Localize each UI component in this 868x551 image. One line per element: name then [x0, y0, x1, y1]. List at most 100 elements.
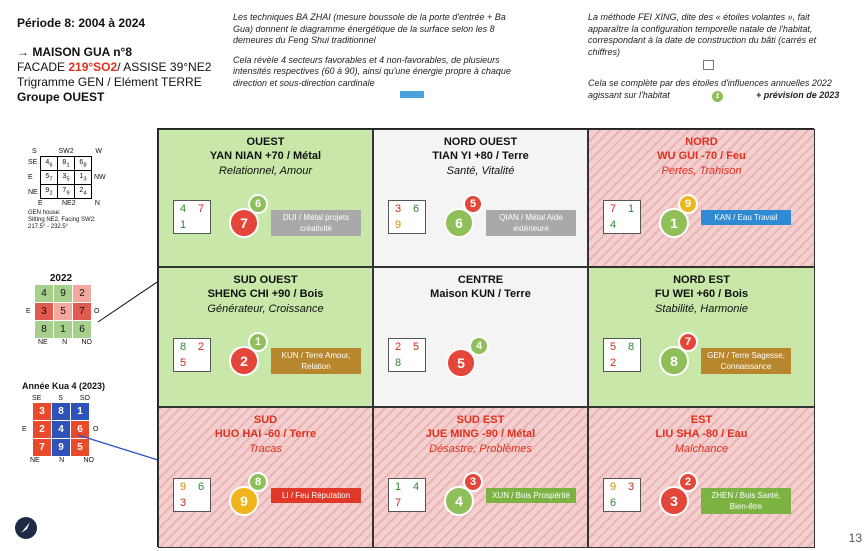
- flying-star-number: 8: [179, 340, 187, 353]
- annual-star-circle: 9: [678, 194, 698, 214]
- compass-grid: 46 81 68 57 35 13 92 79 24: [40, 156, 92, 199]
- legend-square: [703, 60, 714, 70]
- annual-grid-cell: 6: [71, 421, 89, 438]
- sector-title: EST: [690, 414, 713, 426]
- sector-description: Désastre; Problèmes: [429, 443, 532, 455]
- annual-grid-cell: 3: [33, 403, 51, 420]
- annual-grid-cell: 4: [52, 421, 70, 438]
- trigram-tag: KAN / Eau Travail: [701, 210, 791, 225]
- flying-star-number: 3: [394, 202, 402, 215]
- annual-star-circle: 4: [469, 336, 489, 356]
- flying-star-number: 4: [412, 480, 420, 493]
- flying-star-number: 9: [394, 218, 402, 231]
- group-line: Groupe OUEST: [17, 90, 105, 104]
- annual-grid-cell: 9: [52, 439, 70, 456]
- flying-star-number: 8: [627, 340, 635, 353]
- annual-star-circle: 8: [248, 472, 268, 492]
- annual-grid-cell: 1: [71, 403, 89, 420]
- house-type: → MAISON GUA n°8: [17, 45, 133, 59]
- sector-energy: SHENG CHI +90 / Bois: [207, 288, 324, 300]
- sector-title: NORD EST: [673, 274, 730, 286]
- flying-star-number: 6: [197, 480, 205, 493]
- north-arrow-icon: [15, 517, 37, 539]
- sector-energy: HUO HAI -60 / Terre: [214, 428, 317, 440]
- header-block: Période 8: 2004 à 2024 → MAISON GUA n°8 …: [17, 16, 211, 105]
- sector-description: Relationnel, Amour: [218, 165, 313, 177]
- annual-grid-cell: 5: [54, 303, 72, 320]
- flying-star-number: 7: [197, 202, 205, 215]
- sector-description: Tracas: [249, 443, 282, 455]
- period-star-circle: 4: [444, 486, 474, 516]
- legend-circle: 1: [711, 90, 724, 103]
- flying-star-number: 3: [179, 496, 187, 509]
- annual-star-circle: 3: [463, 472, 483, 492]
- annual-grid-cell: 1: [54, 321, 72, 338]
- sector-description: Malchance: [674, 443, 729, 455]
- sector-title: OUEST: [246, 136, 285, 148]
- annual-grid-cell: 2: [73, 285, 91, 302]
- sector-description: Générateur, Croissance: [207, 303, 324, 315]
- sector-energy: JUE MING -90 / Métal: [425, 428, 536, 440]
- flying-star-number: 1: [179, 218, 187, 231]
- flying-star-number: 5: [179, 356, 187, 369]
- flying-star-number: 5: [609, 340, 617, 353]
- annual-star-circle: 7: [678, 332, 698, 352]
- annual-grid-cell: 8: [52, 403, 70, 420]
- flying-star-number: 6: [412, 202, 420, 215]
- legend-blue-swatch: [400, 91, 424, 98]
- flying-star-number: 2: [609, 356, 617, 369]
- trigram-tag: XUN / Bois Prospérité: [486, 488, 576, 503]
- sector-title: NORD: [685, 136, 718, 148]
- annual-grid-cell: 6: [73, 321, 91, 338]
- sector-description: Stabilité, Harmonie: [655, 303, 748, 315]
- annual-grid-cell: 9: [54, 285, 72, 302]
- flying-star-number: 9: [179, 480, 187, 493]
- annual-star-circle: 1: [248, 332, 268, 352]
- flying-star-number: 8: [394, 356, 402, 369]
- sector-description: Santé, Vitalité: [446, 165, 515, 177]
- sector-title: SUD OUEST: [233, 274, 298, 286]
- intro-bazhai: Les techniques BA ZHAI (mesure boussole …: [233, 12, 513, 98]
- flying-star-number: 4: [179, 202, 187, 215]
- sector-energy: LIU SHA -80 / Eau: [655, 428, 748, 440]
- flying-star-number: 3: [627, 480, 635, 493]
- trigram-line: Trigramme GEN / Elément TERRE: [17, 75, 202, 89]
- sector-title: NORD OUEST: [443, 136, 518, 148]
- annual-grid-cell: 5: [71, 439, 89, 456]
- annual-grid-cell: 2: [33, 421, 51, 438]
- flying-star-number: 1: [394, 480, 402, 493]
- annual-grid-cell: 8: [35, 321, 53, 338]
- annual-star-circle: 6: [248, 194, 268, 214]
- period-title: Période 8: 2004 à 2024: [17, 16, 146, 30]
- annual-star-circle: 5: [463, 194, 483, 214]
- annual-grid-cell: 7: [33, 439, 51, 456]
- facade-value: 219°SO2: [68, 60, 118, 74]
- annual-star-circle: 2: [678, 472, 698, 492]
- sector-energy: TIAN YI +80 / Terre: [432, 150, 529, 162]
- annual-grid-cell: 7: [73, 303, 91, 320]
- flying-star-number: 7: [609, 202, 617, 215]
- facade-line: FACADE 219°SO2/ ASSISE 39°NE2: [17, 60, 212, 74]
- trigram-tag: GEN / Terre Sagesse, Connaissance: [701, 348, 791, 374]
- intro-feixing: La méthode FEI XING, dite des « étoiles …: [588, 12, 843, 113]
- flying-star-number: 2: [394, 340, 402, 353]
- period-star-circle: 5: [446, 348, 476, 378]
- flying-star-number: 7: [394, 496, 402, 509]
- trigram-tag: KUN / Terre Amour, Relation: [271, 348, 361, 374]
